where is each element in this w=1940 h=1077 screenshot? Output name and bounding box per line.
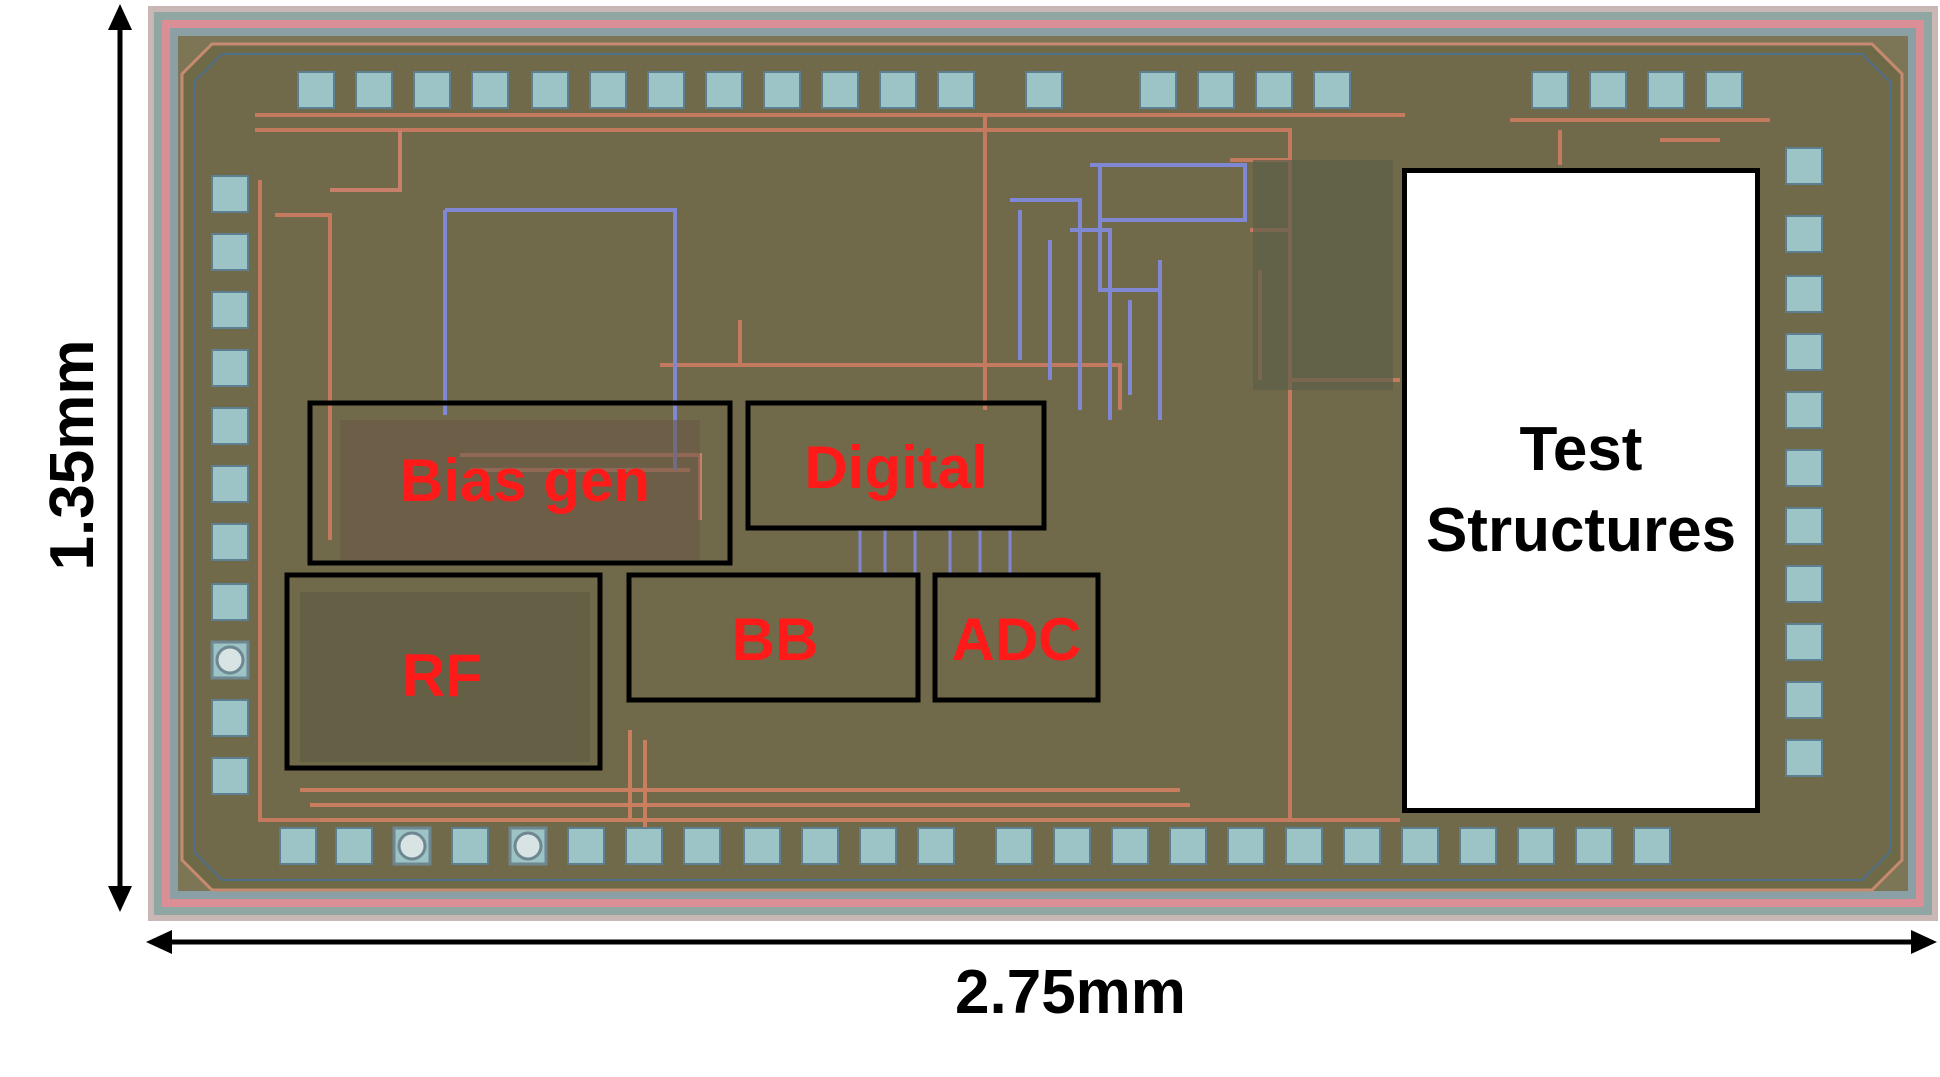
bond-pads (211, 71, 1823, 865)
bb-label: BB (731, 606, 819, 673)
test-structures-label-line1: Test (1519, 414, 1643, 484)
height-dimension-arrow (108, 4, 132, 912)
rf-label: RF (402, 642, 482, 709)
digital-block (745, 400, 1047, 531)
width-dimension-label: 2.75mm (955, 958, 1186, 1027)
round-pads (210, 640, 548, 866)
bias-gen-label: Bias gen (399, 447, 651, 514)
bias-gen-block (307, 400, 733, 566)
rf-block (284, 572, 603, 771)
height-dimension-label: 1.35mm (38, 339, 107, 571)
width-dimension-arrow (146, 930, 1937, 954)
digital-label: Digital (804, 434, 988, 501)
bb-block (626, 572, 921, 703)
adc-block (932, 572, 1101, 703)
adc-label: ADC (951, 606, 1082, 673)
test-structures-block: Test Structures (1402, 168, 1760, 813)
circuit-blocks-texture (300, 160, 1393, 762)
test-structures-label-line2: Structures (1425, 495, 1737, 565)
block-outlines (284, 400, 1101, 771)
